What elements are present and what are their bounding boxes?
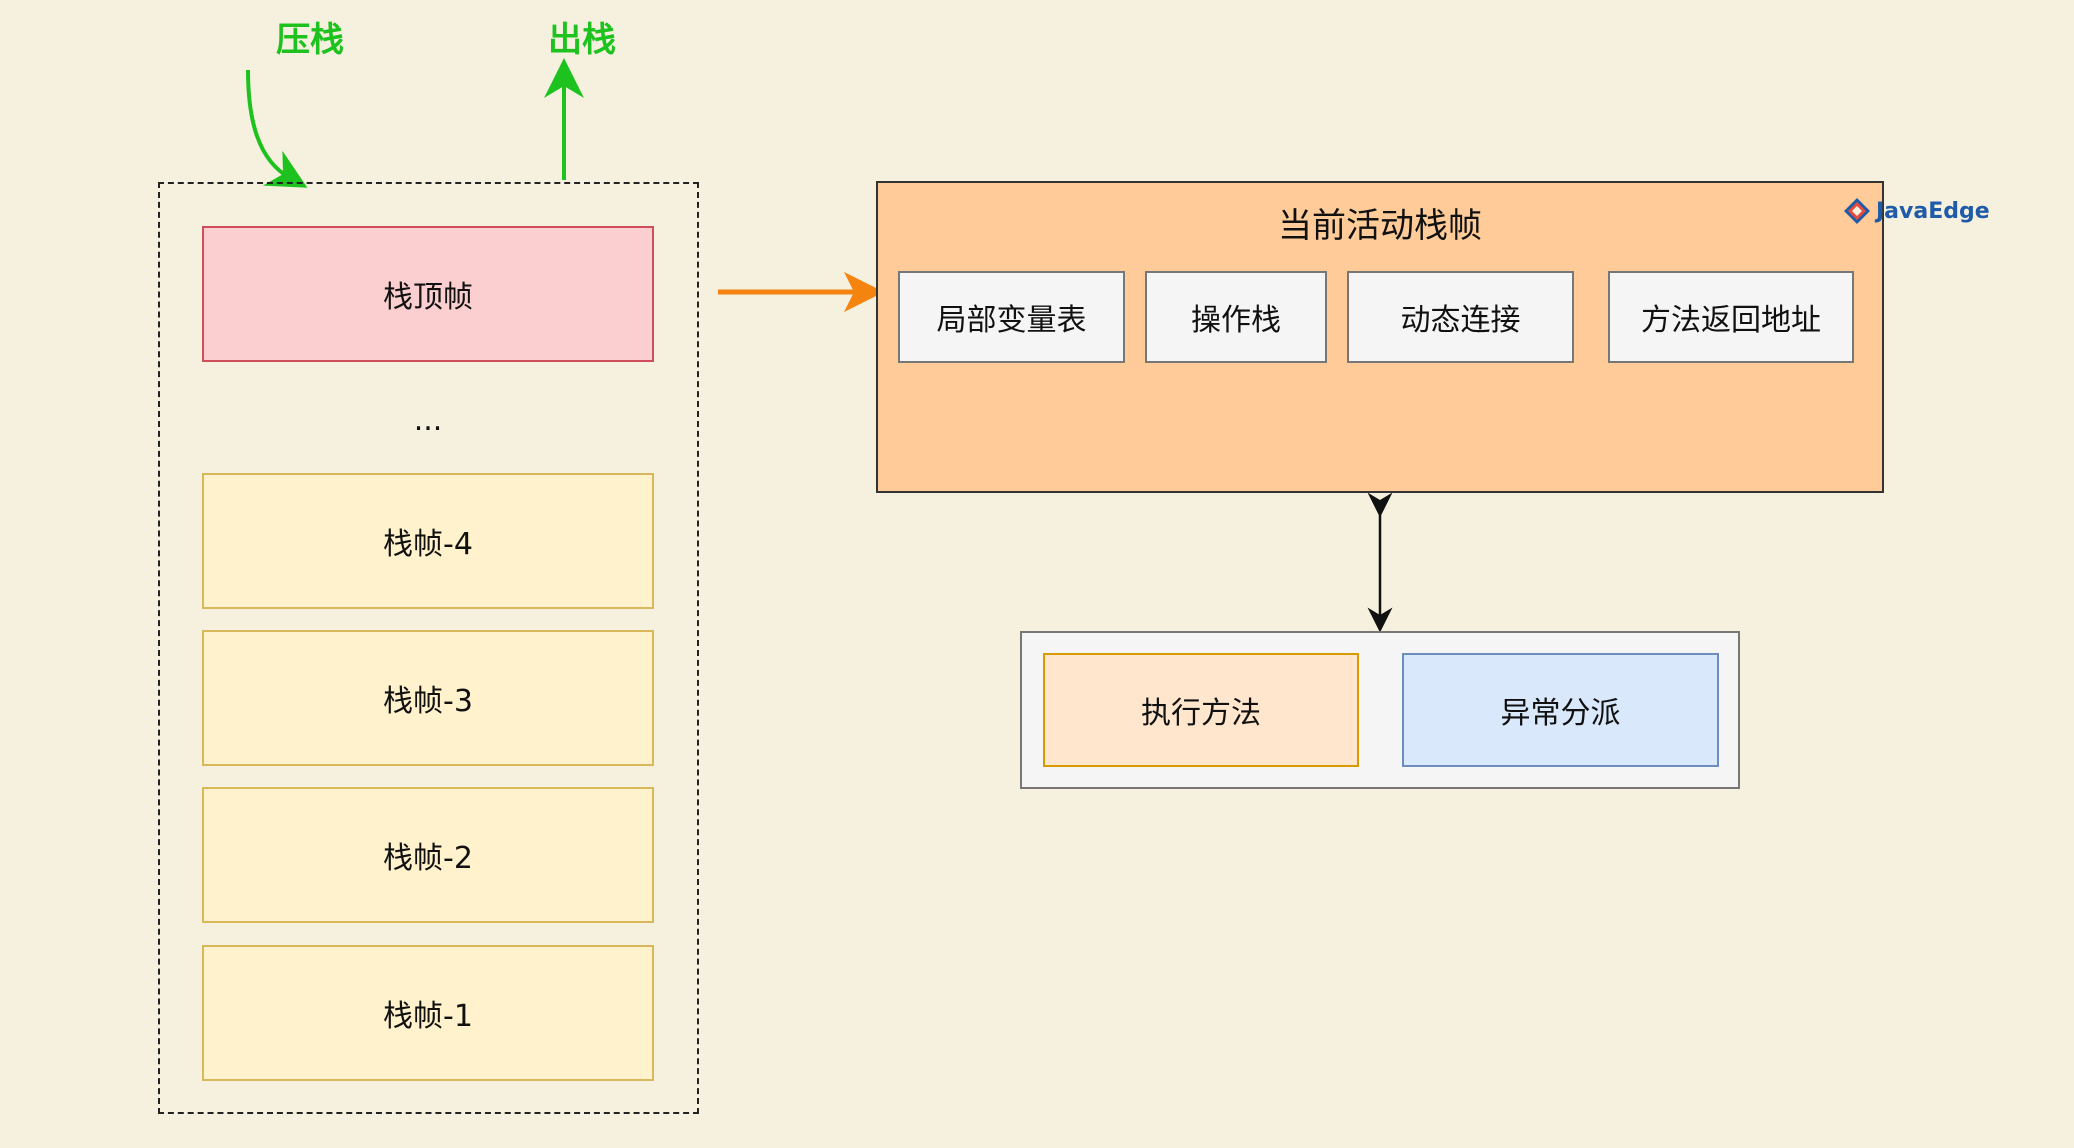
- stack-frame-2: 栈帧-2: [202, 787, 654, 923]
- exception-dispatch: 异常分派: [1402, 653, 1719, 767]
- stack-frame-1-label: 栈帧-1: [383, 999, 473, 1034]
- top-frame-label: 栈顶帧: [383, 280, 473, 315]
- local-variable-table: 局部变量表: [898, 271, 1125, 363]
- dynamic-linking: 动态连接: [1347, 271, 1574, 363]
- stack-frame-4-label: 栈帧-4: [383, 527, 473, 562]
- stack-container: [158, 182, 699, 1114]
- operand-stack-label: 操作栈: [1191, 303, 1281, 338]
- dynamic-linking-label: 动态连接: [1400, 303, 1521, 338]
- javaedge-logo-icon: [1844, 198, 1870, 224]
- top-frame: 栈顶帧: [202, 226, 654, 362]
- stack-frame-3: 栈帧-3: [202, 630, 654, 766]
- return-address-label: 方法返回地址: [1641, 303, 1821, 338]
- pop-label: 出栈: [548, 20, 616, 60]
- active-frame-title: 当前活动栈帧: [1278, 205, 1482, 246]
- push-label: 压栈: [276, 20, 344, 60]
- stack-frame-4: 栈帧-4: [202, 473, 654, 609]
- push-arrow: [246, 69, 308, 188]
- stack-ellipsis: ...: [413, 402, 443, 438]
- stack-frame-1: 栈帧-1: [202, 945, 654, 1081]
- return-address: 方法返回地址: [1608, 271, 1854, 363]
- execute-method: 执行方法: [1043, 653, 1359, 767]
- exception-dispatch-label: 异常分派: [1500, 696, 1621, 731]
- execute-method-label: 执行方法: [1141, 696, 1261, 731]
- javaedge-logo-text: JavaEdge: [1876, 198, 1990, 224]
- operand-stack: 操作栈: [1145, 271, 1327, 363]
- stack-frame-3-label: 栈帧-3: [383, 684, 473, 719]
- local-variable-table-label: 局部变量表: [936, 303, 1087, 338]
- stack-frame-2-label: 栈帧-2: [383, 841, 473, 876]
- javaedge-logo: JavaEdge: [1842, 194, 1990, 228]
